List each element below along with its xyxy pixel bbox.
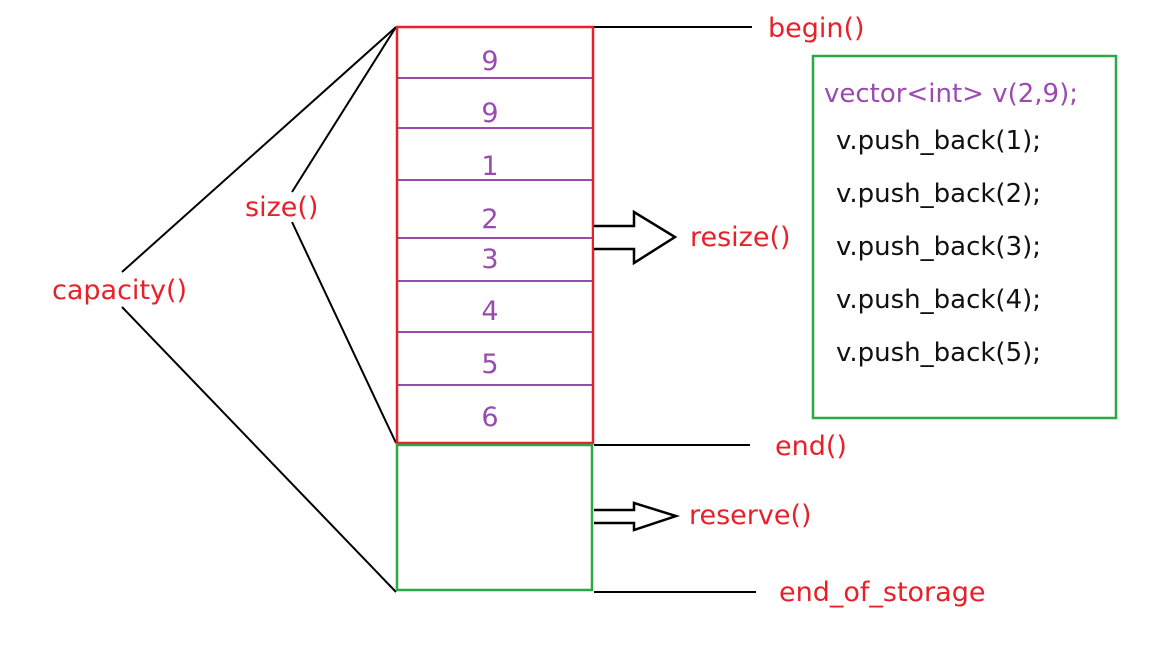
code-declaration: vector<int> v(2,9);: [824, 79, 1078, 109]
reserve-arrow-icon: [594, 501, 681, 532]
cell-value: 5: [481, 349, 498, 380]
size-label: size(): [245, 192, 318, 223]
size-line-bottom: [291, 221, 397, 444]
resize-arrow-icon: [594, 209, 678, 266]
cell-value: 6: [481, 402, 498, 433]
reserve-label: reserve(): [689, 500, 812, 531]
code-line: v.push_back(3);: [836, 232, 1041, 262]
cell-value: 3: [481, 244, 498, 275]
code-line: v.push_back(1);: [836, 126, 1041, 156]
capacity-label: capacity(): [52, 275, 187, 306]
cell-value: 2: [481, 204, 498, 235]
cell-value: 9: [481, 98, 498, 129]
end-label: end(): [775, 431, 847, 462]
code-line: v.push_back(4);: [836, 285, 1041, 315]
resize-label: resize(): [690, 222, 791, 253]
cell-value: 4: [481, 296, 498, 327]
size-region-box: [395, 25, 595, 445]
begin-label: begin(): [768, 13, 865, 44]
code-line: v.push_back(2);: [836, 179, 1041, 209]
capacity-line-top: [121, 26, 397, 273]
capacity-line-bottom: [121, 306, 397, 593]
code-line: v.push_back(5);: [836, 338, 1041, 368]
reserve-region-box: [395, 443, 594, 592]
cell-value: 1: [481, 151, 498, 182]
end-of-storage-label: end_of_storage: [779, 577, 985, 608]
cell-dividers: [397, 77, 593, 386]
size-line-top: [291, 26, 397, 193]
code-box: [811, 54, 1118, 420]
cell-value: 9: [481, 46, 498, 77]
